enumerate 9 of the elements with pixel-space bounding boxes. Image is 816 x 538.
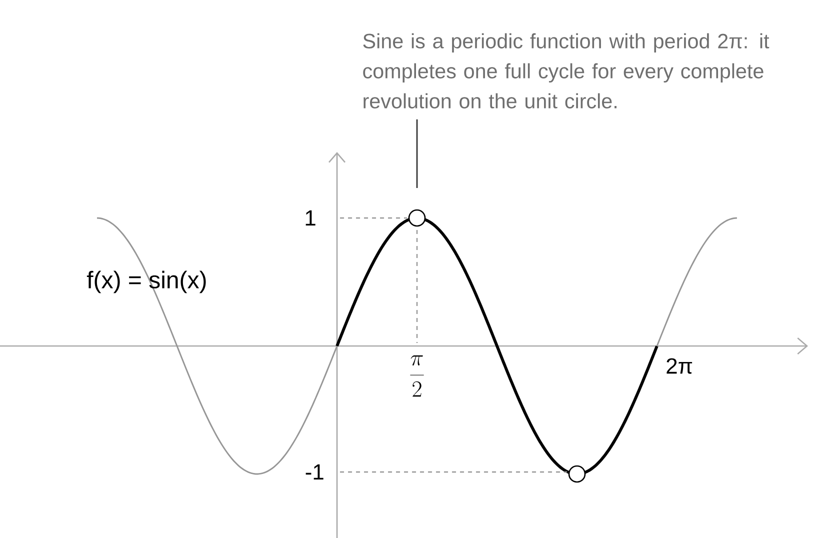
tick-label: 2π (666, 358, 692, 374)
function-label: f(x) = sin(x) (86, 270, 206, 294)
leader-line (416, 119, 418, 188)
point-marker (568, 465, 586, 483)
annotation-text: Sine is a periodic function with period 2π: it completes one full cycle for every complete revolution on the unit circle. (363, 33, 770, 108)
tick-label: -1 (306, 464, 324, 480)
point-marker (408, 209, 426, 227)
tick-label: $\frac{\pi}{2}$ (410, 355, 424, 397)
tick-label: 1 (306, 210, 316, 226)
